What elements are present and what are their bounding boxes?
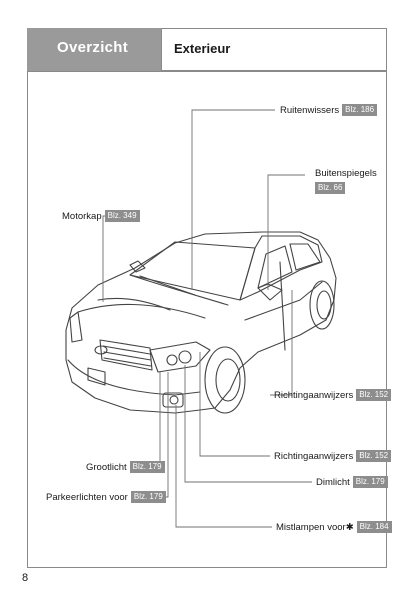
ref-badge: Blz. 179 xyxy=(352,476,388,488)
section-tab: Overzicht xyxy=(27,28,162,71)
page-frame xyxy=(27,28,387,568)
ref-badge: Blz. 179 xyxy=(130,491,166,503)
callout-buitenspiegels-label: Buitenspiegels xyxy=(315,168,377,179)
page-title: Exterieur xyxy=(174,41,231,56)
header-title-box: Exterieur xyxy=(162,28,387,71)
ref-badge: Blz. 179 xyxy=(129,461,165,473)
page-number: 8 xyxy=(22,572,29,584)
callout-mistlampen-voor: Mistlampen voor✱Blz. 184 xyxy=(276,521,392,533)
ref-badge: Blz. 349 xyxy=(104,210,140,222)
ref-badge: Blz. 184 xyxy=(356,521,392,533)
callout-buitenspiegels-ref: Blz. 66 xyxy=(312,182,346,194)
ref-badge: Blz. 152 xyxy=(356,389,392,401)
section-title: Overzicht xyxy=(57,39,129,56)
ref-badge: Blz. 152 xyxy=(356,450,392,462)
ref-badge: Blz. 66 xyxy=(315,182,346,194)
ref-badge: Blz. 186 xyxy=(342,104,378,116)
header-divider xyxy=(27,71,387,72)
